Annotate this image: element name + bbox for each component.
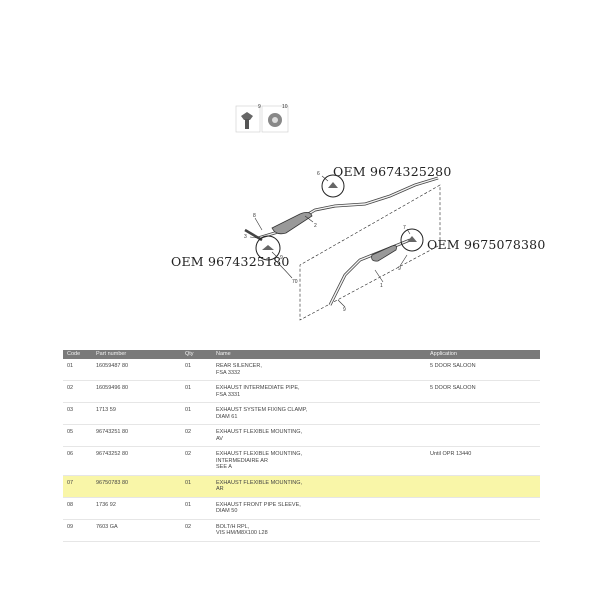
cell-name-line: EXHAUST INTERMEDIATE PIPE, xyxy=(216,385,300,391)
cell-application: 5 DOOR SALOON xyxy=(426,380,540,403)
cell-part-number: 7603 GA xyxy=(92,519,181,542)
header-name: Name xyxy=(212,350,426,359)
cell-part-number: 96743252 80 xyxy=(92,446,181,476)
header-qty: Qty xyxy=(181,350,212,359)
cell-name: EXHAUST INTERMEDIATE PIPE,FSA 3331 xyxy=(212,380,426,403)
cell-name-line: AR xyxy=(216,486,224,492)
cell-application xyxy=(426,475,540,498)
cell-qty: 02 xyxy=(181,446,212,476)
cell-code: 08 xyxy=(63,497,92,520)
cell-part-number: 96743251 80 xyxy=(92,424,181,447)
cell-application: Until OPR 13440 xyxy=(426,446,540,476)
cell-name-line: EXHAUST SYSTEM FIXING CLAMP, xyxy=(216,407,308,413)
callout-3: 3 xyxy=(244,234,247,240)
cell-name-line: EXHAUST FRONT PIPE SLEEVE, xyxy=(216,501,301,508)
callout-9-left: 9 xyxy=(280,255,283,261)
cell-part-number: 16059487 80 xyxy=(92,359,181,381)
cell-part-number: 1713 59 xyxy=(92,402,181,425)
exhaust-system-diagram: 6 2 8 3 9 70 1 9 7 9 9 10 xyxy=(235,104,441,321)
table-header-row: Code Part number Qty Name Application xyxy=(63,350,540,359)
cell-qty: 01 xyxy=(181,359,212,381)
cell-application xyxy=(426,402,540,425)
mounting-circle-top xyxy=(321,174,345,198)
cell-code: 07 xyxy=(63,475,92,498)
cell-name-line: BOLT/H RPL, xyxy=(216,523,250,530)
cell-name-line: EXHAUST FLEXIBLE MOUNTING, xyxy=(216,479,303,486)
cell-code: 03 xyxy=(63,402,92,425)
cell-name: EXHAUST FRONT PIPE SLEEVE,DIAM 50 xyxy=(212,497,426,520)
dashed-frame xyxy=(299,184,441,321)
cell-name-line: SEE A xyxy=(216,464,232,470)
bolt-icon xyxy=(235,105,261,133)
cell-code: 05 xyxy=(63,424,92,447)
cell-name: EXHAUST FLEXIBLE MOUNTING,AV xyxy=(212,424,426,447)
callout-6-top: 6 xyxy=(317,171,320,177)
callout-9-bottom: 9 xyxy=(343,307,346,313)
cell-qty: 01 xyxy=(181,380,212,403)
cell-code: 06 xyxy=(63,446,92,476)
cell-code: 02 xyxy=(63,380,92,403)
cell-application xyxy=(426,424,540,447)
cell-part-number: 16059496 80 xyxy=(92,380,181,403)
cell-qty: 01 xyxy=(181,402,212,425)
header-part-number: Part number xyxy=(92,350,181,359)
cell-code: 01 xyxy=(63,359,92,381)
cell-name-line: EXHAUST FLEXIBLE MOUNTING, xyxy=(216,429,303,435)
cell-application xyxy=(426,519,540,542)
rear-silencer xyxy=(271,212,313,235)
cell-name-line: AV xyxy=(216,435,223,442)
cell-name: EXHAUST FLEXIBLE MOUNTING,INTERMEDIAIRE … xyxy=(212,446,426,476)
cell-application xyxy=(426,497,540,520)
mounting-circle-left xyxy=(255,235,281,261)
cell-application: 5 DOOR SALOON xyxy=(426,359,540,381)
parts-table: Code Part number Qty Name Application 01… xyxy=(63,350,540,542)
oem-label-top: OEM 9674325280 xyxy=(333,164,452,179)
callout-1: 1 xyxy=(380,283,383,289)
header-code: Code xyxy=(63,350,92,359)
cell-name-line: REAR SILENCER, xyxy=(216,363,262,369)
cell-code: 09 xyxy=(63,519,92,542)
cell-qty: 01 xyxy=(181,475,212,498)
callout-7: 7 xyxy=(403,225,406,231)
callout-70: 70 xyxy=(292,279,298,285)
callout-8: 8 xyxy=(253,213,256,219)
cell-qty: 02 xyxy=(181,424,212,447)
cell-name-line: DIAM 61 xyxy=(216,413,238,420)
mounting-circle-right xyxy=(400,228,424,252)
oem-label-right: OEM 9675078380 xyxy=(427,237,546,252)
cell-name: REAR SILENCER,FSA 3332 xyxy=(212,359,426,381)
cell-name: BOLT/H RPL,VIS HM/M8X100 L28 xyxy=(212,519,426,542)
cell-name-line: VIS HM/M8X100 L28 xyxy=(216,530,268,536)
cell-name-line: DIAM 50 xyxy=(216,508,238,514)
cell-name-line: EXHAUST FLEXIBLE MOUNTING, xyxy=(216,451,303,457)
cell-name: EXHAUST SYSTEM FIXING CLAMP,DIAM 61 xyxy=(212,402,426,425)
callout-9-nut: 9 xyxy=(258,104,261,110)
cell-part-number: 1736 92 xyxy=(92,497,181,520)
nut-icon xyxy=(261,105,289,133)
callout-2: 2 xyxy=(314,223,317,229)
cell-qty: 01 xyxy=(181,497,212,520)
cell-name-line: INTERMEDIAIRE AR xyxy=(216,457,268,464)
cell-name: EXHAUST FLEXIBLE MOUNTING,AR xyxy=(212,475,426,498)
oem-label-left: OEM 9674325180 xyxy=(171,254,290,269)
cell-part-number: 96750783 80 xyxy=(92,475,181,498)
cell-name-line: FSA 3331 xyxy=(216,391,241,398)
cell-qty: 02 xyxy=(181,519,212,542)
exhaust-front-pipe xyxy=(328,238,411,306)
callout-9-right: 9 xyxy=(398,266,401,272)
header-application: Application xyxy=(426,350,540,359)
cell-name-line: FSA 3332 xyxy=(216,369,241,376)
callout-10-nut: 10 xyxy=(282,104,288,110)
